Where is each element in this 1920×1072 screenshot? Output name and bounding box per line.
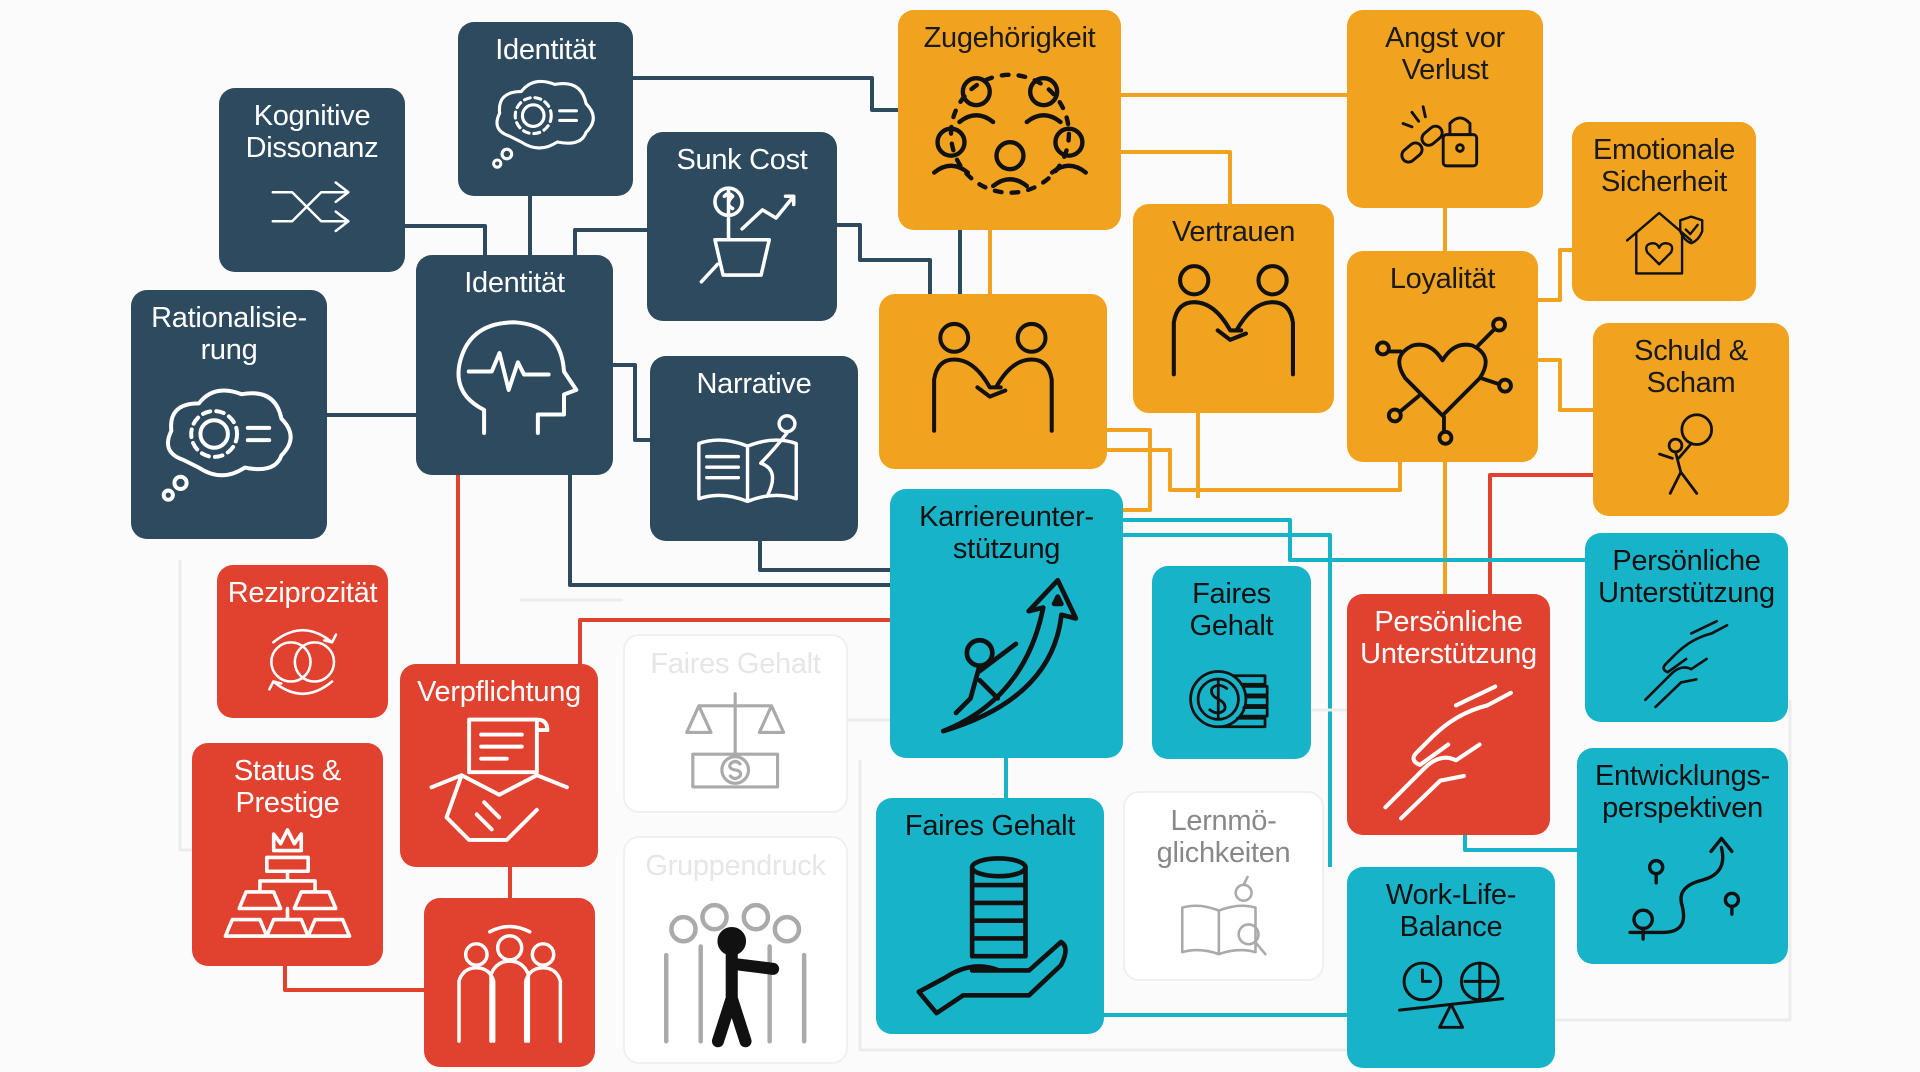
node-vertrauen: Vertrauen <box>1133 204 1334 413</box>
node-karriereunterstuetzung: Karriereunter- stützung <box>890 489 1123 758</box>
node-label: Sunk Cost <box>676 144 808 176</box>
book-apple-icon <box>1180 875 1267 956</box>
node-label: Persönliche Unterstützung <box>1360 606 1537 670</box>
node-persoenliche-unterstuetzung-red: Persönliche Unterstützung <box>1347 594 1550 835</box>
node-label: Work-Life- Balance <box>1385 879 1517 943</box>
node-faires-gehalt-big: Faires Gehalt <box>876 798 1104 1034</box>
contract-handshake-icon <box>429 717 569 842</box>
helping-hands-icon <box>1644 619 1729 709</box>
scales-money-icon <box>685 692 786 789</box>
book-map-icon <box>697 414 798 504</box>
node-identitaet: Identität <box>416 255 613 475</box>
clock-balance-icon <box>1397 961 1505 1029</box>
node-rationalisierung: Rationalisie- rung <box>131 290 327 539</box>
people-circle-icon <box>931 72 1088 195</box>
node-label: Emotionale Sicherheit <box>1592 134 1736 198</box>
node-schuld-scham: Schuld & Scham <box>1593 323 1789 516</box>
node-zugehoerigkeit: Zugehörigkeit <box>898 10 1121 230</box>
node-status-prestige: Status & Prestige <box>192 743 383 966</box>
node-label: Faires Gehalt <box>650 648 821 680</box>
node-entwicklungsperspektiven: Entwicklungs- perspektiven <box>1577 748 1788 964</box>
chain-lock-icon <box>1399 105 1478 168</box>
hand-coins-icon <box>916 856 1068 1016</box>
node-reziprozitaet: Reziprozität <box>217 565 388 718</box>
node-loyalitaet: Loyalität <box>1347 251 1538 462</box>
arrow-climb-icon <box>940 577 1078 734</box>
path-map-icon <box>1628 836 1741 941</box>
node-lernmoeglichkeiten: Lernmö- glichkeiten <box>1123 791 1324 981</box>
node-label: Persönliche Unterstützung <box>1598 545 1775 609</box>
heart-network-icon <box>1375 316 1513 446</box>
node-faires-gehalt-faded: Faires Gehalt <box>623 634 848 813</box>
head-pulse-icon <box>456 320 578 435</box>
node-work-life-balance: Work-Life- Balance <box>1347 867 1555 1068</box>
node-label: Verpflichtung <box>417 676 581 708</box>
handshake-icon <box>1171 264 1296 377</box>
node-label: Identität <box>464 267 565 299</box>
crowd-icon <box>664 902 807 1048</box>
node-label: Zugehörigkeit <box>923 22 1096 54</box>
node-label: Faires Gehalt <box>904 810 1076 842</box>
person-burden-icon <box>1657 413 1713 495</box>
node-label: Reziprozität <box>227 577 378 609</box>
node-label: Loyalität <box>1389 263 1496 295</box>
node-faires-gehalt-small: Faires Gehalt <box>1152 566 1311 759</box>
node-label: Vertrauen <box>1171 216 1296 248</box>
cycle-rings-icon <box>267 629 338 695</box>
node-label: Faires Gehalt <box>1189 578 1274 642</box>
node-label: Entwicklungs- perspektiven <box>1595 760 1770 824</box>
coins-icon <box>1189 670 1270 729</box>
node-label: Gruppendruck <box>645 850 826 882</box>
gear-cloud-icon <box>492 79 596 169</box>
node-label: Narrative <box>696 368 812 400</box>
node-gruppe <box>424 898 595 1067</box>
coin-plant-icon <box>699 186 796 284</box>
shuffle-icon <box>271 181 351 233</box>
gear-cloud-icon <box>161 388 293 502</box>
helping-hands-icon <box>1383 684 1514 821</box>
node-persoenliche-unterstuetzung-teal: Persönliche Unterstützung <box>1585 533 1788 722</box>
node-gruppendruck: Gruppendruck <box>623 836 848 1064</box>
node-kognitive-dissonanz: Kognitive Dissonanz <box>219 88 405 272</box>
node-emotionale-sicherheit: Emotionale Sicherheit <box>1572 122 1756 301</box>
node-handshake <box>879 294 1107 469</box>
node-label: Karriereunter- stützung <box>919 501 1094 565</box>
node-label: Lernmö- glichkeiten <box>1156 805 1291 869</box>
node-label: Identität <box>495 34 596 66</box>
node-sunk-cost: Sunk Cost <box>647 132 837 321</box>
node-angst-vor-verlust: Angst vor Verlust <box>1347 10 1543 208</box>
node-label: Rationalisie- rung <box>151 302 307 366</box>
node-label: Kognitive Dissonanz <box>245 100 379 164</box>
node-label: Status & Prestige <box>233 755 342 819</box>
pyramid-icon <box>223 828 352 938</box>
node-label: Angst vor Verlust <box>1385 22 1505 86</box>
node-verpflichtung: Verpflichtung <box>400 664 598 867</box>
handshake-icon <box>932 321 1054 433</box>
node-label: Schuld & Scham <box>1634 335 1748 399</box>
house-heart-icon <box>1626 211 1704 275</box>
node-identitaet-top: Identität <box>458 22 633 196</box>
group-icon <box>457 924 562 1043</box>
node-narrative: Narrative <box>650 356 858 541</box>
